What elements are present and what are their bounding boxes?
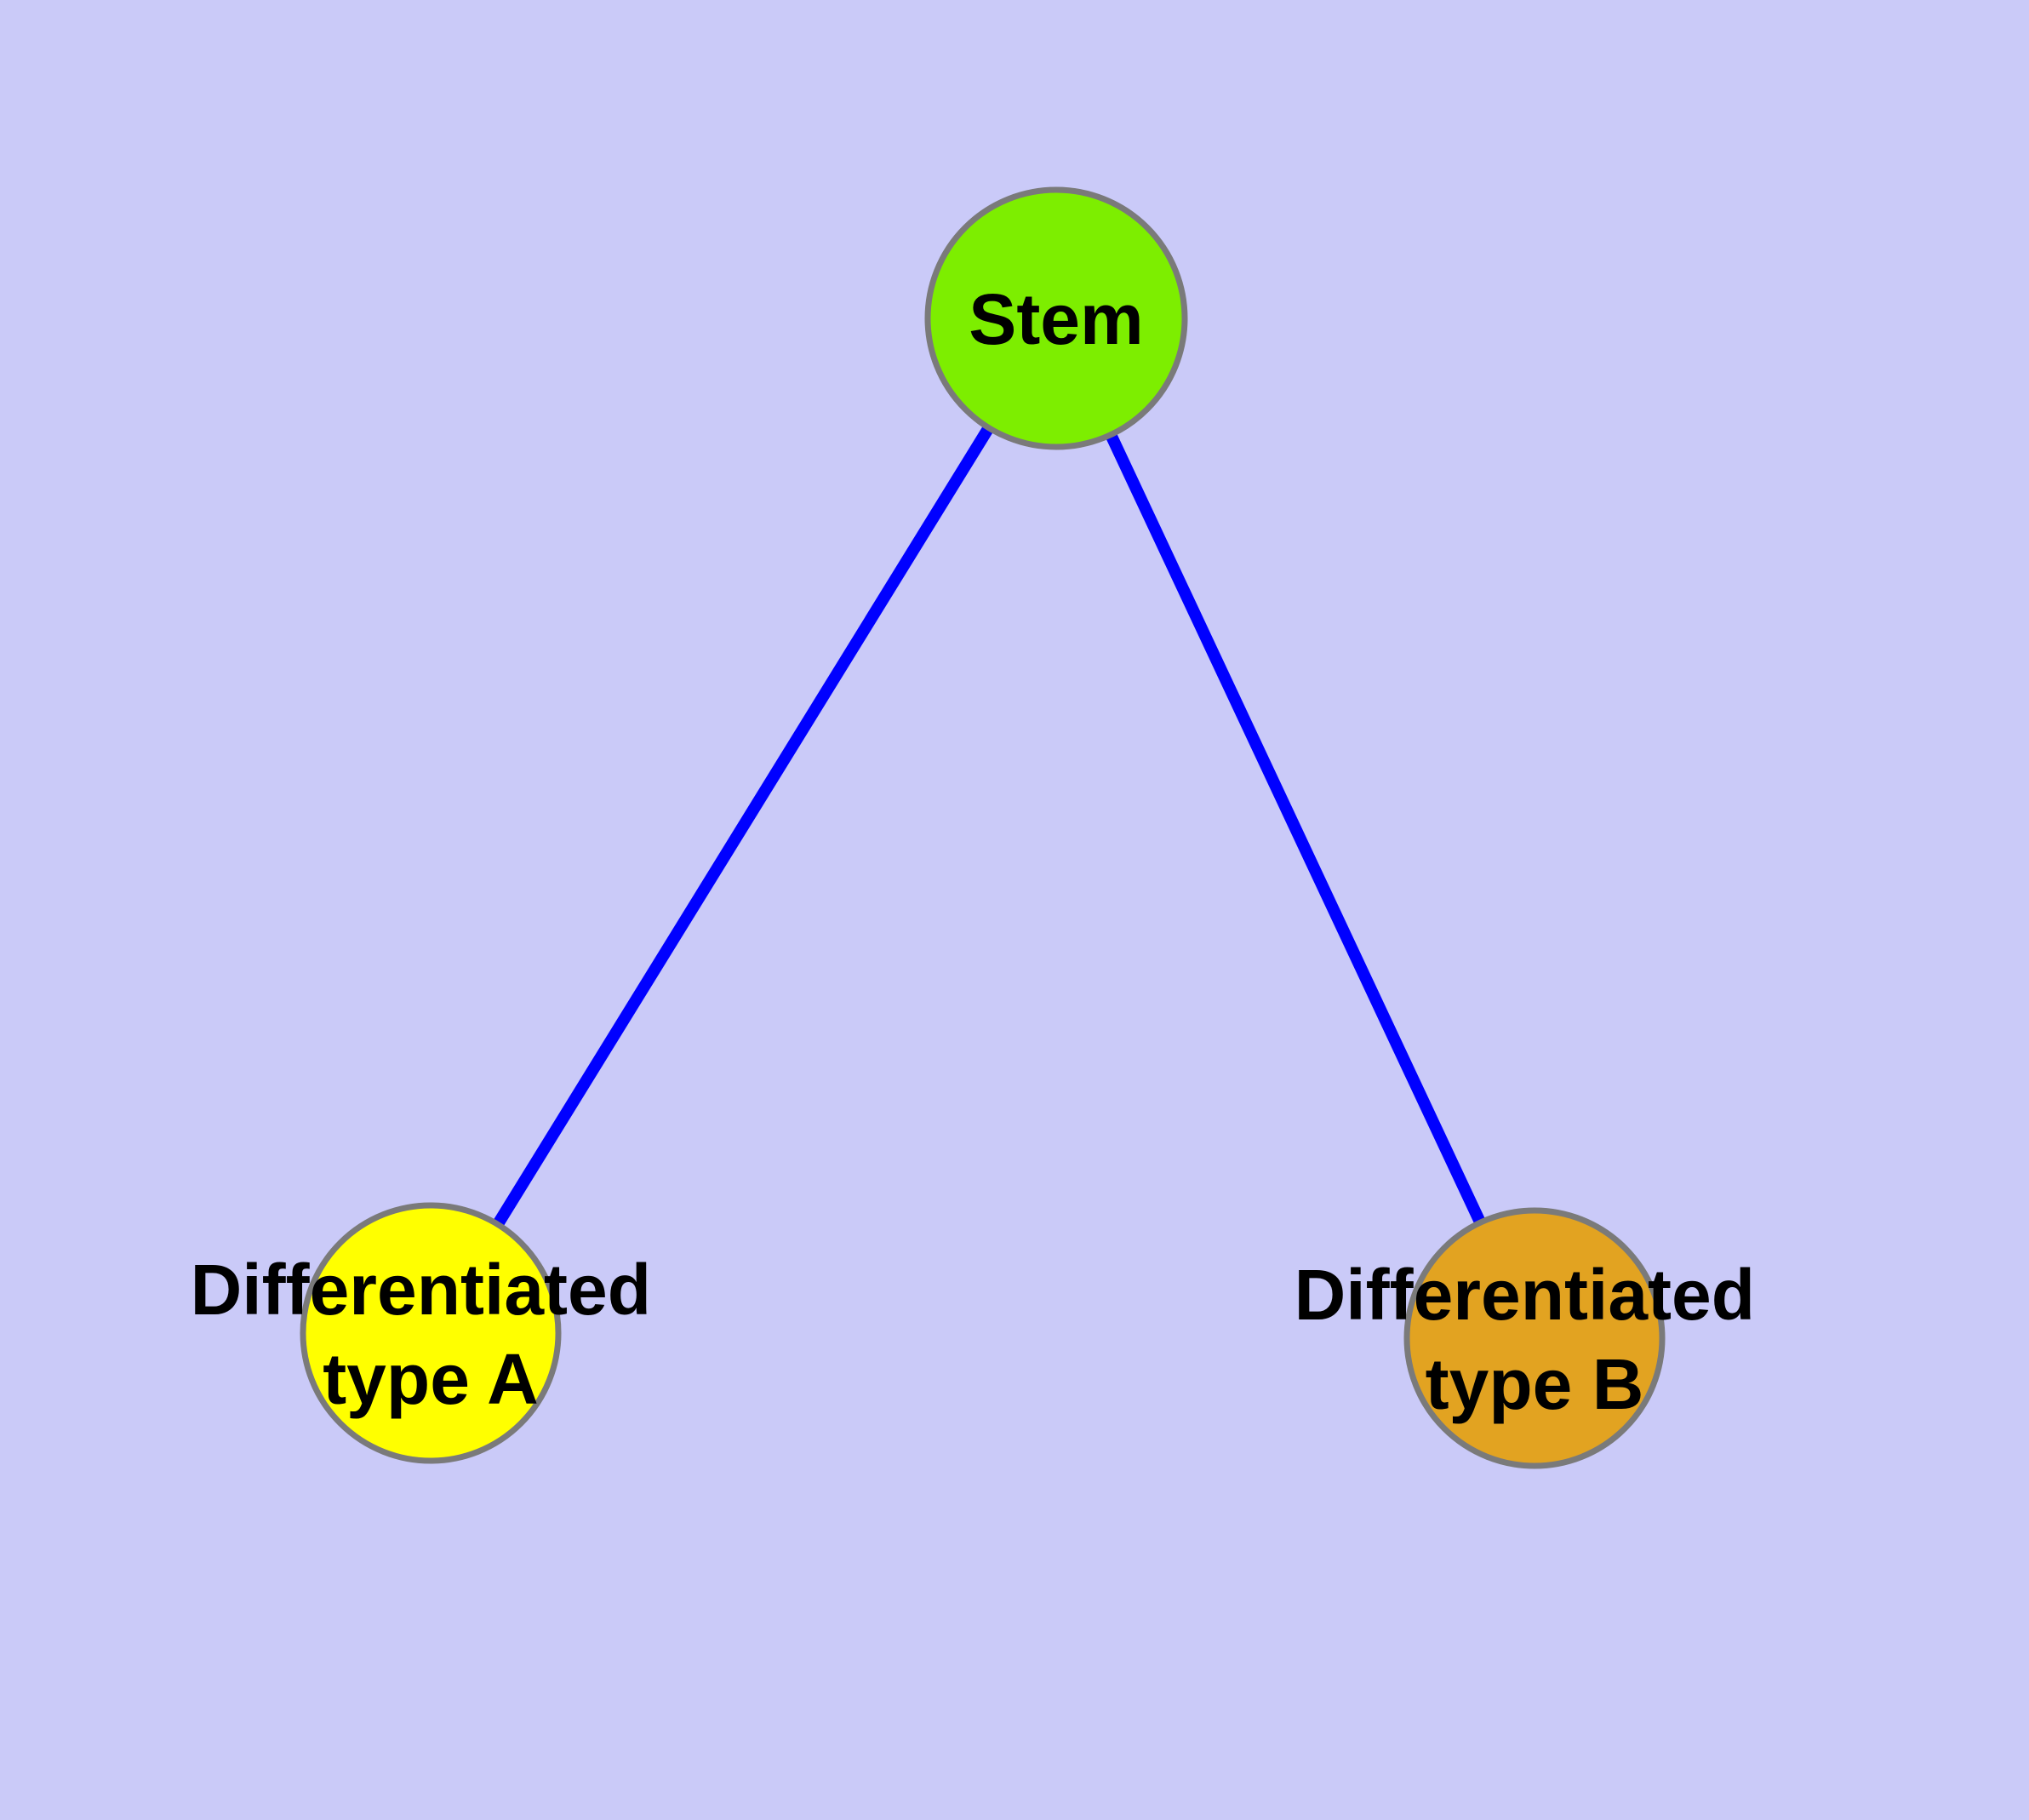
stem-node-circle: [924, 186, 1188, 450]
node-differentiated-type-b: Differentiated type B: [1295, 1207, 1775, 1469]
node-stem: Stem: [924, 186, 1188, 450]
type-a-node-circle: [300, 1202, 562, 1464]
type-b-label-line1: Differentiated: [1295, 1255, 1755, 1335]
edge-stem-to-type-a: [426, 315, 1061, 1336]
edge-stem-to-type-b: [1050, 316, 1540, 1341]
edges-group: [426, 315, 1540, 1341]
type-b-node-circle: [1403, 1207, 1666, 1469]
type-a-label-line2: type A: [323, 1339, 539, 1419]
node-differentiated-type-a: Differentiated type A: [191, 1202, 672, 1464]
type-a-node-label: Differentiated type A: [191, 1250, 672, 1419]
type-a-label-line1: Differentiated: [191, 1250, 651, 1330]
nodes-group: Stem Differentiated type A Differentiate…: [191, 186, 1775, 1469]
stem-node-label: Stem: [969, 279, 1143, 359]
type-b-label-line2: type B: [1426, 1344, 1644, 1424]
type-b-node-label: Differentiated type B: [1295, 1255, 1775, 1424]
